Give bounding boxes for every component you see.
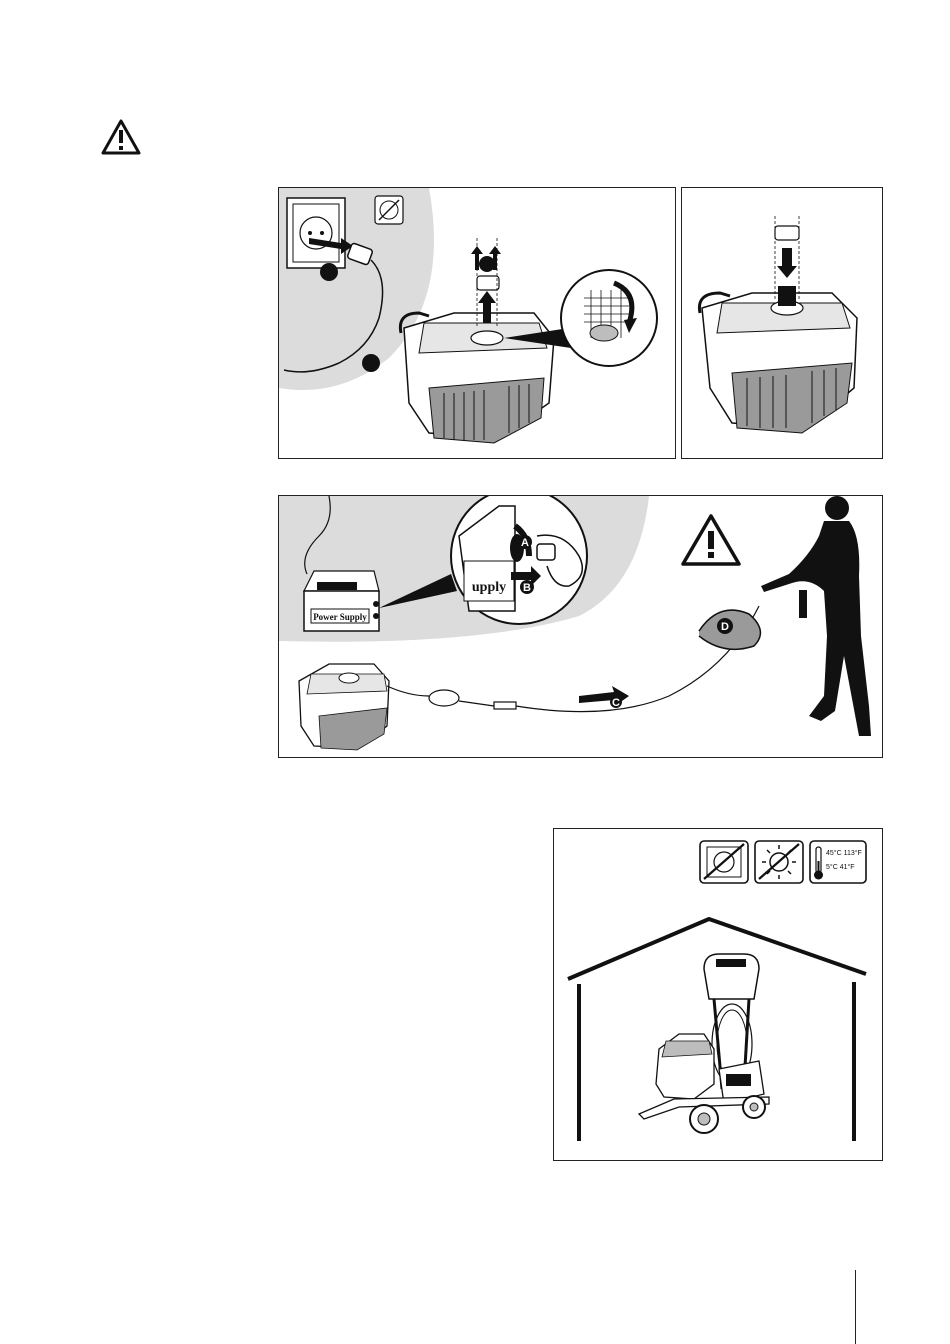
robot-cleaner <box>699 293 857 433</box>
figure-insert-filter <box>681 187 883 459</box>
no-water-icon-small <box>375 196 403 224</box>
power-supply-label: Power Supply <box>313 612 367 622</box>
power-supply-unit: Power Supply <box>304 571 379 631</box>
temp-min-label: 5°C 41°F <box>826 863 855 871</box>
top-warning-icon <box>100 118 142 156</box>
no-sun-icon <box>755 841 803 883</box>
temperature-icon: 45°C 113°F 5°C 41°F <box>810 841 866 883</box>
wall-socket <box>287 198 345 268</box>
step-a-label: A <box>521 537 529 549</box>
robot-on-caddy <box>639 954 769 1133</box>
no-water-icon <box>700 841 748 883</box>
panel-warning-icon <box>683 516 739 564</box>
supply-label-zoomed: upply <box>472 580 506 595</box>
figure-remove-filter <box>278 187 676 459</box>
step-c-label: C <box>612 697 620 709</box>
figure-storage: 45°C 113°F 5°C 41°F <box>553 828 883 1161</box>
step-b-label: B <box>523 582 531 594</box>
robot-cleaner <box>400 313 554 443</box>
page-margin-rule <box>855 1270 856 1344</box>
temp-max-label: 45°C 113°F <box>826 849 862 857</box>
person-silhouette <box>761 496 871 736</box>
step-d-label: D <box>721 621 729 633</box>
robot-cleaner <box>299 664 389 750</box>
figure-disconnect-cable: Power Supply upply A B <box>278 495 883 758</box>
